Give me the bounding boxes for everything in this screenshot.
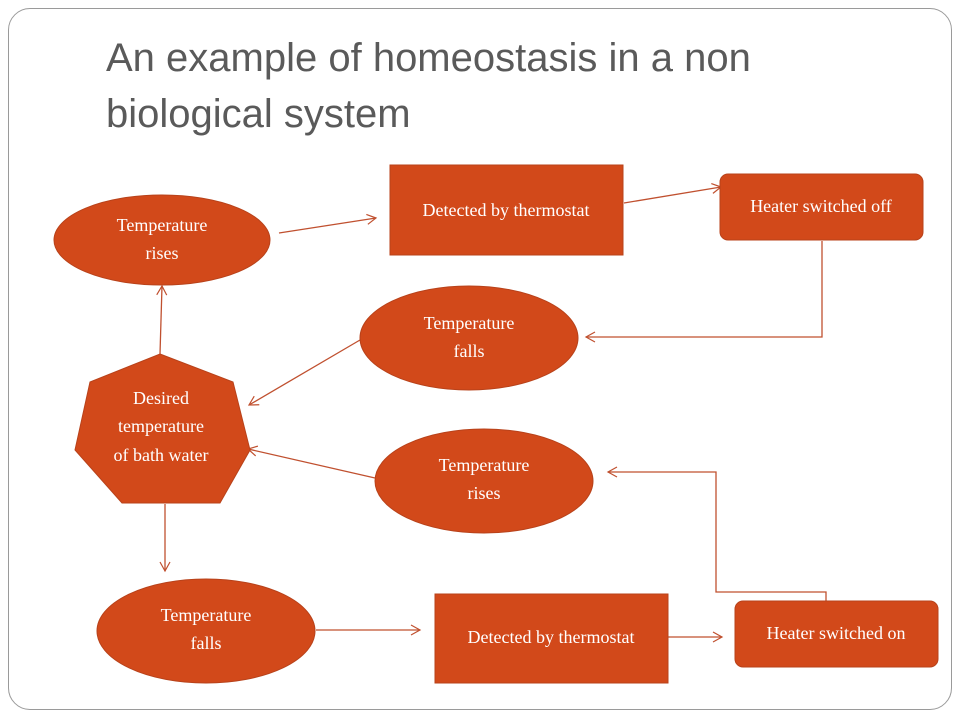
label: rises [146,243,179,263]
label: Desired [133,388,189,408]
label: Temperature [117,215,208,235]
node-heater-off [719,173,924,241]
node-heater-on [734,600,939,668]
label: Temperature [424,313,515,333]
label: falls [454,341,485,361]
label: falls [191,633,222,653]
label: Detected by thermostat [468,627,635,647]
arrow-falls-to-desired [247,339,361,406]
arrow-heater-on-to-rises [606,466,827,601]
node-temp-falls-bottom [96,578,316,684]
node-detected-top [389,164,624,256]
label: Temperature [161,605,252,625]
label: Heater switched on [767,623,906,643]
arrow-detected-to-heater-off [623,182,723,204]
label: rises [468,483,501,503]
slide-title: An example of homeostasis in a non biolo… [106,36,751,136]
arrow-heater-off-to-falls [584,241,823,343]
slide-frame [8,8,952,710]
label: Detected by thermostat [423,200,590,220]
node-temp-rises-top [53,194,271,286]
arrow-rises-to-desired [246,445,376,479]
label: Temperature [439,455,530,475]
arrow-desired-to-rises [156,284,168,355]
label: of bath water [114,445,209,465]
node-temp-falls-mid [359,285,579,391]
arrow-rises-to-detected [278,213,378,234]
label: temperature [118,416,204,436]
node-temp-rises-mid [374,428,594,534]
label: Heater switched off [750,196,892,216]
node-detected-bottom [434,593,669,684]
node-desired-temperature [74,353,251,504]
